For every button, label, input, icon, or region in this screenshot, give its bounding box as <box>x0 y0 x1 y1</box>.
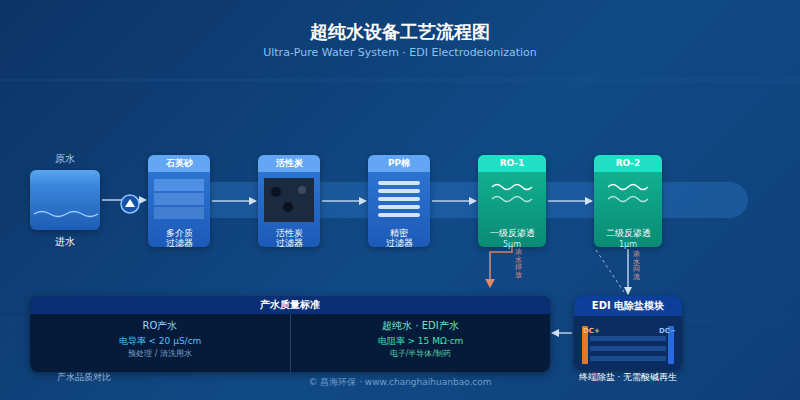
box-title: PP棉 <box>368 155 430 172</box>
box-title: 原水 <box>20 153 110 165</box>
box-text: 活性炭 过滤器 <box>258 228 320 248</box>
process-box: 产水质量标准RO产水电导率 < 20 μS/cm预处理 / 清洗用水超纯水 · … <box>30 296 550 372</box>
pump-symbol <box>121 195 139 213</box>
title: 超纯水设备工艺流程图 <box>0 20 800 44</box>
flow-arrow <box>627 249 629 294</box>
box-text: 预处理 / 清洗用水 <box>30 349 290 359</box>
box-title: RO产水 <box>30 320 290 332</box>
drain-line <box>490 245 512 280</box>
subtitle: Ultra-Pure Water System · EDI Electrodei… <box>0 46 800 59</box>
box-title: 石英砂 <box>148 155 210 172</box>
process-box: 石英砂多介质 过滤器 <box>148 155 210 247</box>
box-text: 精密 过滤器 <box>368 228 430 248</box>
terminal-label: DC− <box>659 327 676 335</box>
box-title: RO-2 <box>594 155 662 172</box>
box-title: 超纯水 · EDI产水 <box>291 320 550 332</box>
vertical-note: 浓水排放 <box>515 249 522 280</box>
box-text: 二级反渗透 <box>594 228 662 238</box>
box-title: RO-1 <box>478 155 546 172</box>
terminal-label: DC+ <box>583 327 600 335</box>
box-text: 电子/半导体/制药 <box>291 349 550 359</box>
box-text: 一级反渗透 <box>478 228 546 238</box>
process-box: 超纯水 · EDI产水电阻率 > 15 MΩ·cm 电子/半导体/制药 <box>290 314 550 372</box>
grid-line <box>0 80 800 81</box>
dashed-line <box>596 250 624 292</box>
box-text: 电导率 < 20 μS/cm <box>30 336 290 347</box>
box-text: 5μm <box>478 240 546 249</box>
box-text: 电阻率 > 15 MΩ·cm <box>291 336 550 347</box>
box-title: EDI 电除盐模块 <box>574 296 682 316</box>
pump-symbol <box>125 199 135 207</box>
flow-arrow <box>432 200 476 202</box>
flow-arrow <box>548 200 592 202</box>
drain-arrow <box>485 279 495 288</box>
process-box: 原水进水 <box>30 170 100 230</box>
box-title: 产水质量标准 <box>30 296 550 314</box>
flow-arrow <box>212 200 256 202</box>
vertical-note: 浓水回流 <box>633 251 640 282</box>
process-box: RO-2 二级反渗透 1μm <box>594 155 662 247</box>
process-box: PP棉精密 过滤器 <box>368 155 430 247</box>
box-illustration <box>30 170 100 230</box>
process-box: 活性炭活性炭 过滤器 <box>258 155 320 247</box>
flow-arrow <box>552 332 572 334</box>
process-box: RO-1 一级反渗透 5μm <box>478 155 546 247</box>
note: 产水品质对比 <box>57 371 111 384</box>
box-text: 进水 <box>20 236 110 248</box>
flow-arrow <box>322 200 366 202</box>
process-box: RO产水电导率 < 20 μS/cm 预处理 / 清洗用水 <box>30 314 290 372</box>
box-title: 活性炭 <box>258 155 320 172</box>
watermark: © 昌海环保 · www.changhaihuanbao.com <box>0 376 800 389</box>
box-text: 1μm <box>594 240 662 249</box>
box-text: 终端除盐 · 无需酸碱再生 <box>550 372 706 383</box>
box-text: 多介质 过滤器 <box>148 228 210 248</box>
